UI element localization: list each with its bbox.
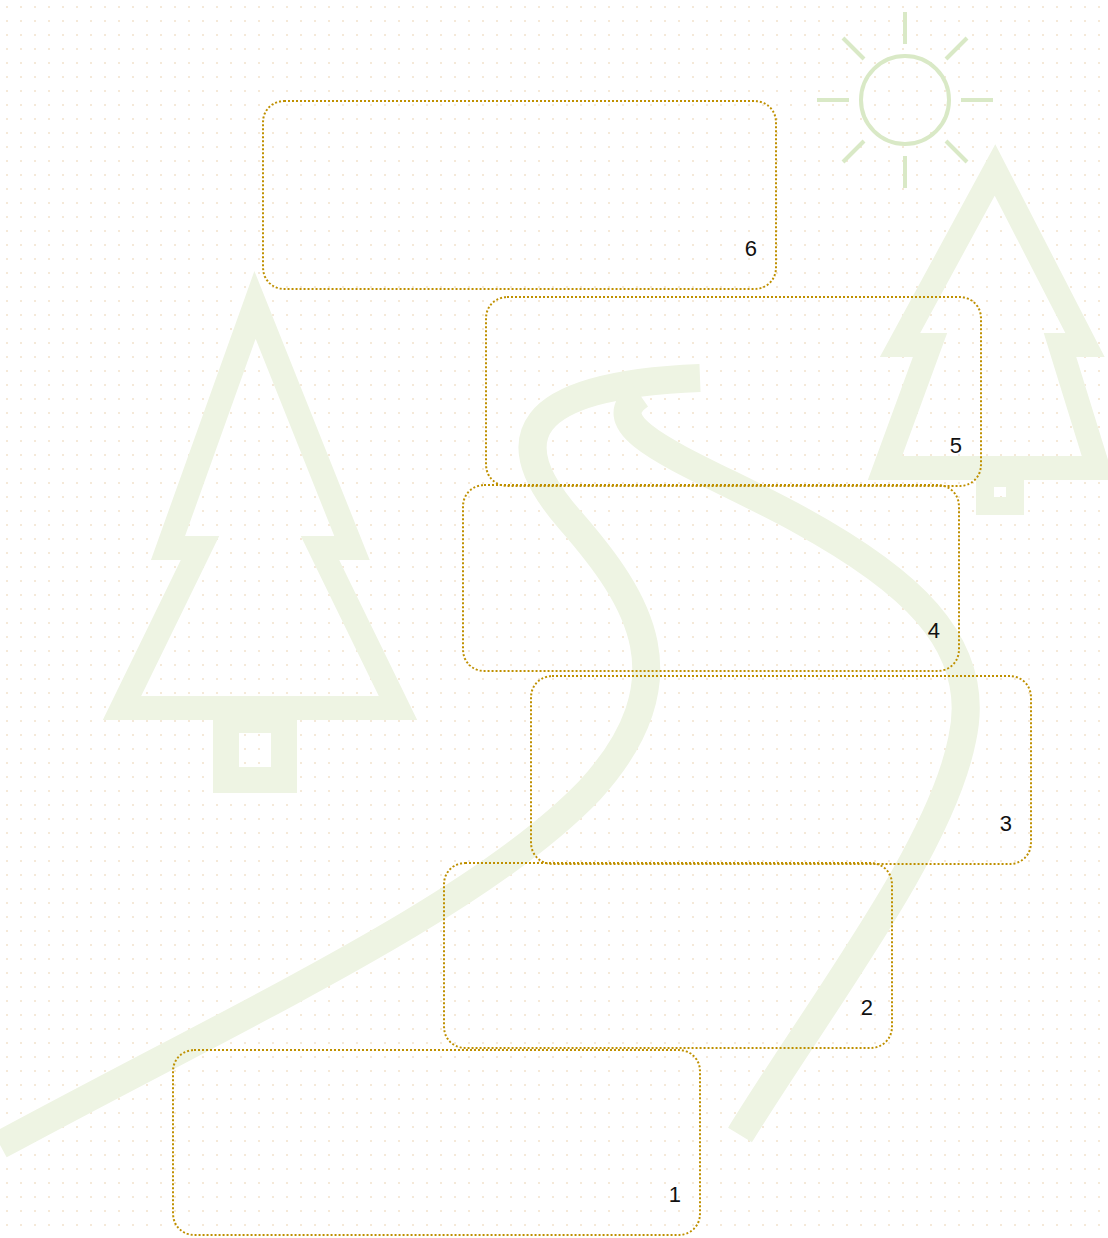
box-number: 5: [950, 435, 962, 457]
right-tree-trunk: [985, 478, 1015, 506]
right-tree: [885, 170, 1098, 468]
box-number: 2: [861, 997, 873, 1019]
answer-box: 2: [443, 862, 893, 1049]
left-tree-trunk: [226, 720, 284, 780]
path-edge-right: [628, 395, 966, 1135]
sun: [817, 12, 993, 188]
answer-box: 5: [485, 296, 982, 487]
path-edge-left: [0, 378, 700, 1145]
left-tree: [122, 305, 398, 708]
answer-box: 4: [462, 484, 960, 672]
box-number: 3: [1000, 813, 1012, 835]
box-number: 6: [745, 238, 757, 260]
box-number: 4: [928, 620, 940, 642]
winding-path: [0, 378, 966, 1145]
box-number: 1: [669, 1184, 681, 1206]
answer-box: 1: [172, 1049, 701, 1236]
answer-box: 6: [262, 100, 777, 290]
answer-box: 3: [530, 675, 1032, 865]
